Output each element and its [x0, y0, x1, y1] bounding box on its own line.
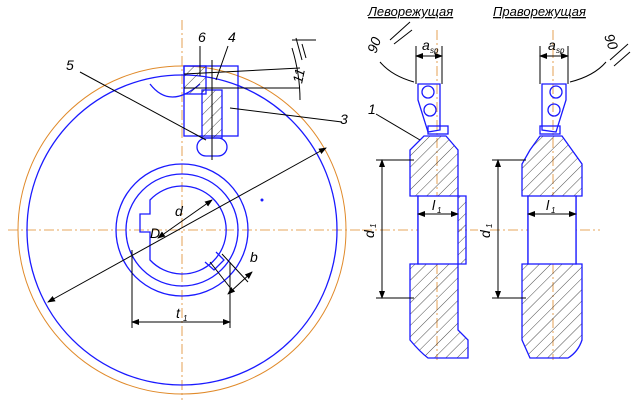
label-a-left: a [422, 37, 430, 53]
label-angle-11: 11 [289, 67, 308, 85]
label-d: d [175, 203, 184, 219]
leader-5 [79, 71, 207, 141]
disc-outline [26, 74, 338, 386]
leader-1 [375, 113, 421, 141]
section-left-screw-2 [423, 103, 437, 117]
angle-90-left-arc [379, 61, 415, 83]
label-t-sub: 1 [183, 314, 187, 323]
label-d1-right-sub: 1 [485, 224, 494, 228]
callout-3: 3 [340, 111, 348, 127]
label-a-right-sub: sp [556, 46, 565, 55]
callout-4: 4 [228, 29, 236, 45]
front-view: D d b t 1 5 6 4 3 11 [8, 20, 360, 400]
leader-3 [229, 107, 343, 123]
rake-right-2 [613, 51, 631, 67]
label-b: b [250, 249, 258, 265]
label-d1-left: d [361, 229, 377, 238]
label-90-right: 90 [601, 32, 621, 52]
section-right-screw-2 [547, 103, 561, 117]
rake-line-b [301, 43, 307, 59]
label-l1-right: l [546, 197, 550, 213]
label-l1-left-sub: 1 [437, 206, 441, 215]
label-a-left-sub: sp [430, 46, 439, 55]
title-right-hand: Праворежущая [493, 4, 586, 19]
callout-5: 5 [66, 57, 74, 73]
section-left-land [427, 125, 449, 135]
section-right-tip [541, 83, 567, 133]
section-left-screw-1 [421, 85, 435, 99]
callout-6: 6 [198, 29, 206, 45]
label-a-right: a [548, 37, 556, 53]
label-l1-left: l [432, 197, 436, 213]
section-left-hand: Леворежущая a sp 90 d 1 l 1 [361, 4, 478, 360]
label-D: D [150, 225, 160, 241]
center-mark [260, 198, 264, 202]
section-left-bore [417, 195, 459, 265]
dim-b-ext2 [221, 253, 249, 283]
angle-11-arc [291, 47, 301, 101]
dim-D-line [47, 147, 327, 303]
dim-d-line [157, 199, 213, 239]
rake-left-2 [393, 29, 413, 45]
label-t: t [176, 305, 181, 321]
rake-left-1 [389, 21, 411, 41]
angle-90-right-arc [569, 61, 607, 83]
label-d1-right: d [477, 229, 493, 238]
rake-line-a [295, 37, 303, 61]
label-l1-right-sub: 1 [551, 206, 555, 215]
callout-1: 1 [368, 101, 376, 117]
section-right-screw-1 [549, 85, 563, 99]
label-d1-left-sub: 1 [369, 224, 378, 228]
dim-b-line [227, 271, 253, 295]
section-right-hand: Праворежущая a sp 90 d 1 l 1 [477, 4, 631, 360]
tooth-tip-circle [17, 65, 347, 395]
section-right-bore [527, 195, 577, 265]
rake-right-1 [609, 43, 629, 61]
title-left-hand: Леворежущая [367, 4, 453, 19]
insert-ref-line [183, 67, 301, 75]
leader-4 [215, 45, 229, 81]
section-left-tip [417, 83, 441, 133]
label-90-left: 90 [364, 35, 384, 55]
section-right-land [539, 125, 561, 135]
